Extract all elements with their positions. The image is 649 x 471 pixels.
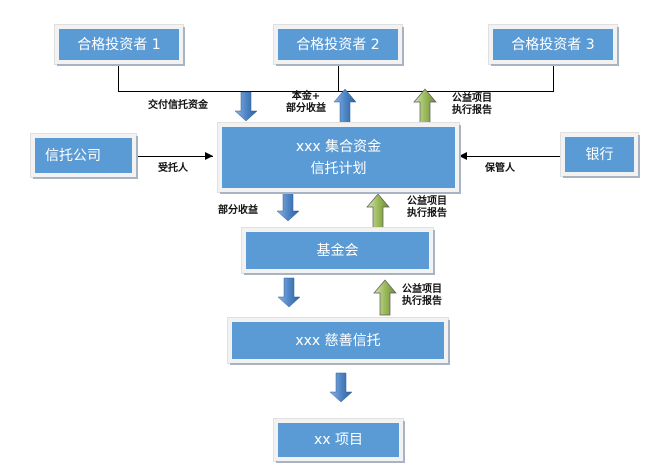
report-label-3: 公益项目 执行报告 — [402, 284, 442, 308]
investor-3-box[interactable]: 合格投资者 3 — [489, 25, 617, 64]
partial-income-arrow — [276, 191, 300, 222]
investor1-connector — [118, 64, 119, 91]
partial-income-label: 部分收益 — [218, 205, 258, 216]
investor-1-box[interactable]: 合格投资者 1 — [55, 25, 183, 64]
charity-to-project-arrow — [329, 372, 353, 403]
deliver-funds-arrow — [234, 91, 258, 122]
report-arrow-3 — [373, 279, 397, 316]
investor-3-label: 合格投资者 3 — [511, 36, 595, 53]
trust-company-box[interactable]: 信托公司 — [31, 134, 136, 177]
investor-1-label: 合格投资者 1 — [77, 36, 161, 53]
report-label-1-line1: 公益项目 — [452, 93, 492, 104]
investor3-connector — [553, 64, 554, 91]
investor2-connector — [338, 64, 339, 91]
custodian-arrowhead — [459, 152, 467, 160]
custodian-label: 保管人 — [485, 163, 515, 174]
report-arrow-2 — [366, 193, 390, 230]
report-label-3-line2: 执行报告 — [402, 296, 442, 307]
principal-label-line2: 部分收益 — [286, 103, 326, 114]
plan-title-line1: xxx 集合资金 — [295, 138, 382, 155]
report-arrow-1 — [413, 88, 437, 125]
investor-2-label: 合格投资者 2 — [296, 36, 380, 53]
bank-box[interactable]: 银行 — [561, 133, 638, 176]
report-label-2: 公益项目 执行报告 — [407, 196, 447, 220]
trustee-label: 受托人 — [158, 163, 188, 174]
custodian-line — [467, 156, 561, 157]
foundation-box[interactable]: 基金会 — [242, 228, 433, 273]
principal-label: 本金+ 部分收益 — [286, 91, 326, 115]
bank-label: 银行 — [585, 146, 614, 163]
foundation-to-charity-arrow — [277, 277, 301, 308]
report-label-2-line1: 公益项目 — [407, 196, 447, 207]
trustee-arrowhead — [205, 152, 213, 160]
investor-2-box[interactable]: 合格投资者 2 — [274, 25, 402, 64]
report-label-1: 公益项目 执行报告 — [452, 93, 492, 117]
report-label-2-line2: 执行报告 — [407, 208, 447, 219]
project-box[interactable]: xx 项目 — [274, 419, 403, 461]
foundation-label: 基金会 — [316, 242, 359, 259]
trust-company-label: 信托公司 — [45, 147, 101, 164]
principal-return-arrow — [333, 88, 357, 125]
report-label-1-line2: 执行报告 — [452, 105, 492, 116]
trustee-line — [136, 156, 213, 157]
charity-trust-box[interactable]: xxx 慈善信托 — [228, 318, 448, 363]
investors-bus-line — [118, 91, 554, 92]
charity-trust-label: xxx 慈善信托 — [295, 332, 381, 349]
principal-label-line1: 本金+ — [291, 91, 321, 102]
collective-trust-plan-box[interactable]: xxx 集合资金 信托计划 — [218, 123, 459, 192]
report-label-3-line1: 公益项目 — [402, 284, 442, 295]
plan-title-line2: 信托计划 — [310, 160, 367, 177]
deliver-funds-label: 交付信托资金 — [148, 100, 208, 111]
project-label: xx 项目 — [313, 432, 364, 448]
